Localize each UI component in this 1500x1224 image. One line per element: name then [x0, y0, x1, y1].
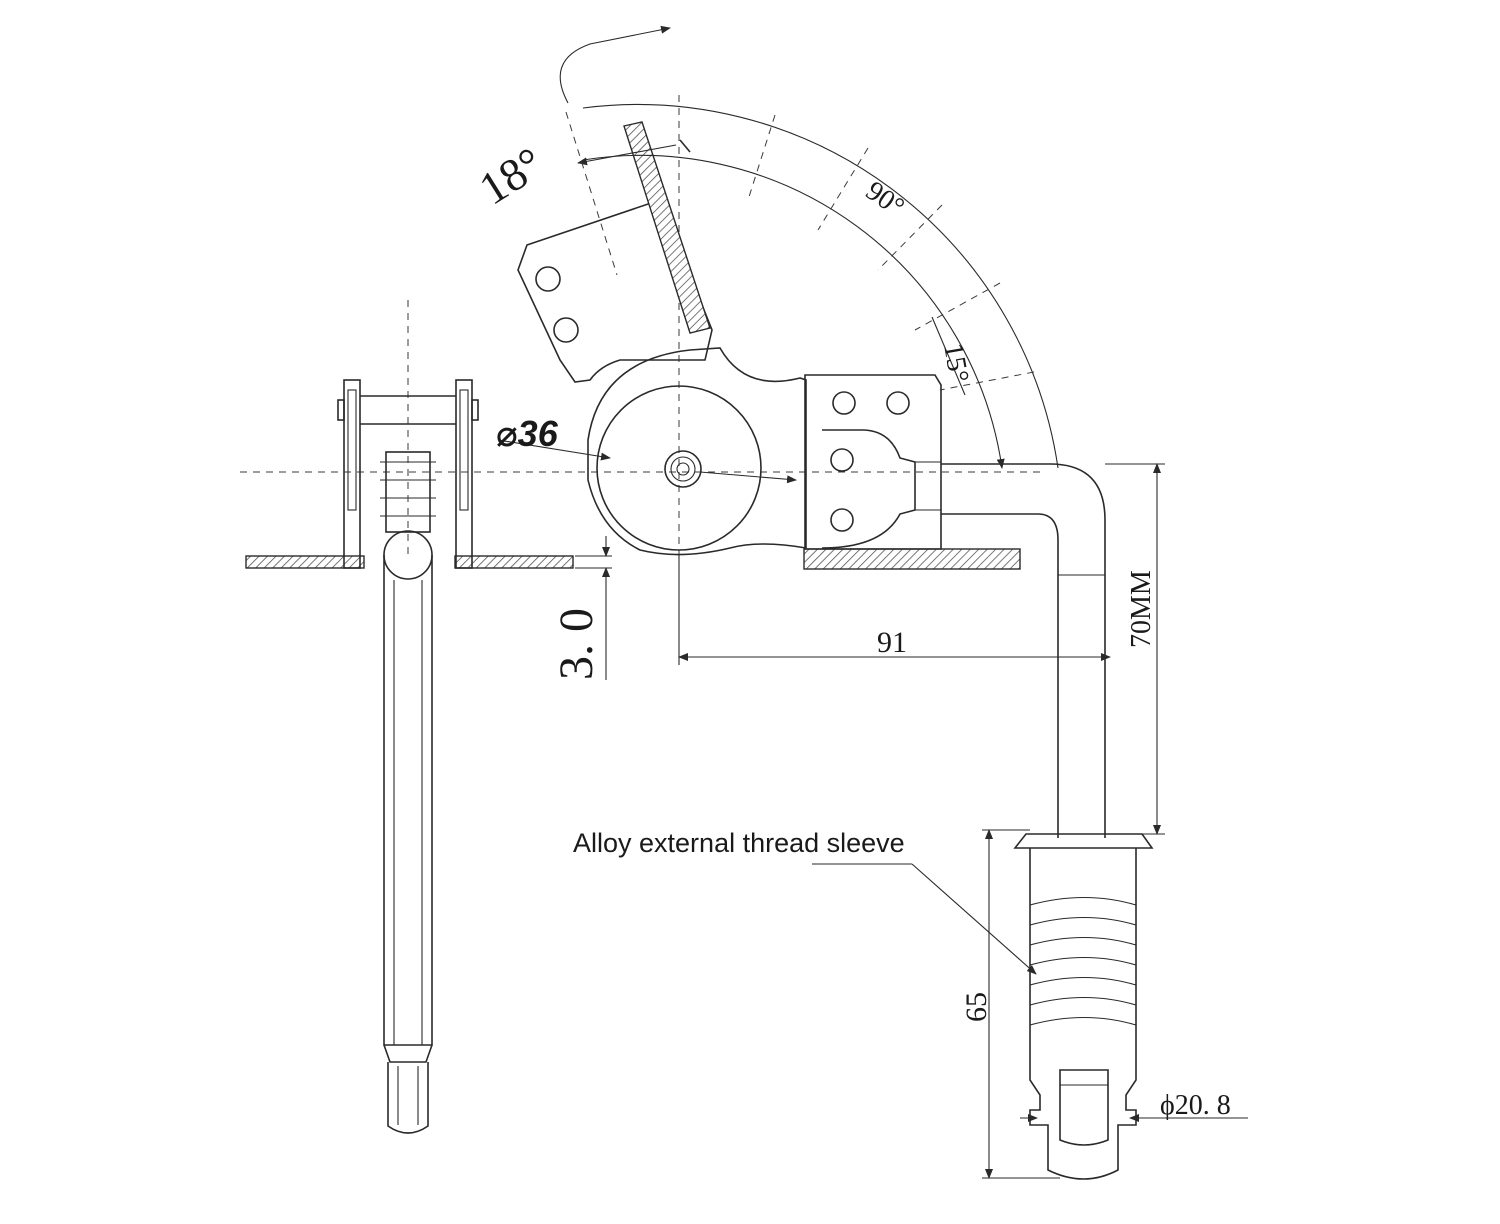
- label-arm-height: 70MM: [1126, 570, 1157, 648]
- labels: 18° 90° 15° ⌀36 3. 0 91 70MM 65 ϕ20. 8 A…: [470, 137, 1230, 1121]
- label-angle-fold: 18°: [470, 137, 552, 214]
- roller-housing: [587, 347, 807, 556]
- main-base-plate: [803, 548, 1021, 570]
- label-sleeve-length: 65: [960, 992, 993, 1022]
- center-lines: [240, 95, 1040, 560]
- label-plate-thickness: 3. 0: [550, 608, 603, 680]
- label-angle-step: 15°: [937, 341, 974, 385]
- side-view-bracket: [245, 379, 574, 569]
- dimension-lines: [497, 439, 1248, 1179]
- label-angle-sweep: 90°: [860, 175, 910, 223]
- label-horizontal-offset: 91: [877, 626, 907, 659]
- angle-arcs: [559, 25, 1059, 469]
- label-sleeve-diameter: ϕ20. 8: [1160, 1090, 1231, 1121]
- label-callout: Alloy external thread sleeve: [573, 828, 905, 858]
- label-roller-diameter: ⌀36: [496, 413, 559, 454]
- thread-sleeve: [1013, 833, 1154, 1180]
- arm-tube: [941, 463, 1106, 838]
- fixed-bracket: [804, 374, 942, 550]
- side-view-pin: [383, 530, 433, 1134]
- moving-leaf: [517, 121, 713, 383]
